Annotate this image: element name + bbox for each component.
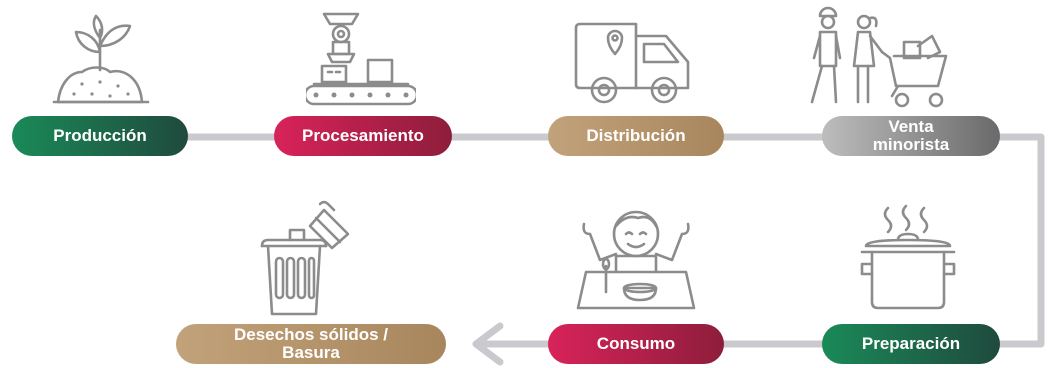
stage-pill-desechos: Desechos sólidos / Basura (176, 324, 446, 364)
stage-pill-distribucion: Distribución (548, 116, 724, 156)
shoppers-cart-icon (810, 6, 948, 108)
stage-label: Distribución (586, 126, 686, 145)
stage-pill-preparacion: Preparación (822, 324, 1000, 364)
stage-pill-procesamiento: Procesamiento (274, 116, 452, 156)
stage-label: Consumo (596, 334, 676, 353)
stage-label: Procesamiento (302, 126, 424, 145)
conveyor-machine-icon (306, 12, 416, 106)
stage-label: Preparación (861, 334, 961, 353)
trash-bin-icon (260, 200, 350, 316)
stage-label: Venta minorista (872, 117, 950, 154)
child-eating-icon (576, 210, 696, 310)
stage-label: Desechos sólidos / Basura (234, 325, 388, 362)
stage-pill-produccion: Producción (12, 116, 188, 156)
cooking-pot-icon (860, 204, 956, 310)
stage-pill-consumo: Consumo (548, 324, 724, 364)
arrow-left-icon (472, 322, 504, 366)
stage-pill-venta-minorista: Venta minorista (822, 116, 1000, 156)
seedling-icon (52, 14, 150, 104)
stage-label: Producción (53, 126, 147, 145)
delivery-truck-icon (574, 22, 690, 104)
